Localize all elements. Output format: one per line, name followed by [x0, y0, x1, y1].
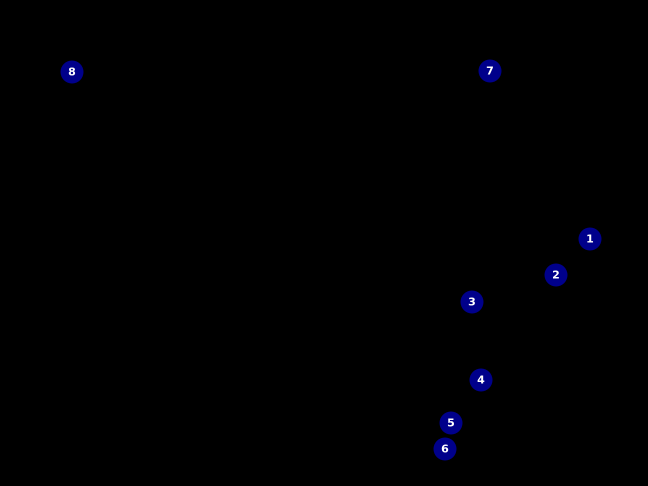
node-label: 2 [552, 268, 560, 282]
graph-node-3[interactable]: 3 [460, 290, 484, 314]
node-label: 8 [68, 65, 76, 79]
node-label: 4 [477, 373, 485, 387]
graph-node-4[interactable]: 4 [469, 368, 493, 392]
node-label: 1 [586, 232, 594, 246]
graph-node-7[interactable]: 7 [478, 59, 502, 83]
node-label: 6 [441, 442, 449, 456]
graph-node-2[interactable]: 2 [544, 263, 568, 287]
graph-node-8[interactable]: 8 [60, 60, 84, 84]
graph-node-5[interactable]: 5 [439, 411, 463, 435]
graph-node-6[interactable]: 6 [433, 437, 457, 461]
node-label: 7 [486, 64, 494, 78]
node-label: 3 [468, 295, 476, 309]
node-label: 5 [447, 416, 455, 430]
graph-node-1[interactable]: 1 [578, 227, 602, 251]
